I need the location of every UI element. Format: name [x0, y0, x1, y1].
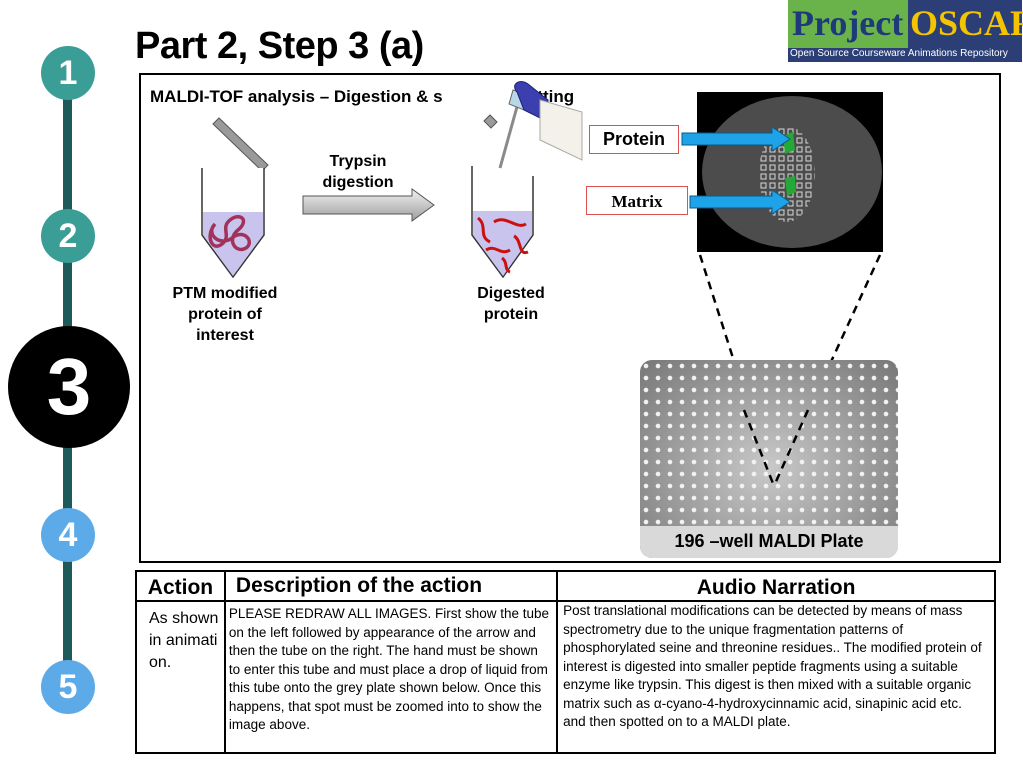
- maldi-plate-caption: 196 –well MALDI Plate: [640, 526, 898, 558]
- matrix-arrow-icon: [689, 189, 791, 215]
- action-text: As shown in animation.: [149, 610, 219, 671]
- tube-1-icon: [201, 117, 269, 279]
- logo-word-project: Project: [792, 3, 904, 43]
- digestion-arrow-icon: [302, 188, 435, 222]
- narration-text: Post translational modifications can be …: [563, 603, 982, 729]
- step-1-badge[interactable]: 1: [41, 46, 95, 100]
- matrix-label: Matrix: [586, 186, 688, 215]
- logo-word-oscar: OSCAR: [910, 3, 1023, 43]
- storyboard-table: Action Description of the action Audio N…: [135, 570, 996, 754]
- protein-label: Protein: [589, 125, 679, 154]
- description-text: PLEASE REDRAW ALL IMAGES. First show the…: [228, 606, 550, 732]
- page-title: Part 2, Step 3 (a): [135, 25, 424, 67]
- tube-2-icon: [471, 114, 534, 279]
- step-4-badge[interactable]: 4: [41, 508, 95, 562]
- step-2-badge[interactable]: 2: [41, 209, 95, 263]
- pipette-hand-icon: [498, 81, 583, 169]
- maldi-plate-image: [640, 360, 898, 558]
- protein-arrow-icon: [681, 126, 791, 152]
- narration-header: Audio Narration: [556, 570, 996, 602]
- project-oscar-logo: Project OSCAR Open Source Courseware Ani…: [788, 0, 1023, 62]
- step-3-badge-current[interactable]: 3: [8, 326, 130, 448]
- logo-subtitle: Open Source Courseware Animations Reposi…: [790, 48, 1008, 59]
- description-header: Description of the action: [223, 570, 559, 602]
- action-header: Action: [135, 570, 226, 602]
- step-5-badge[interactable]: 5: [41, 660, 95, 714]
